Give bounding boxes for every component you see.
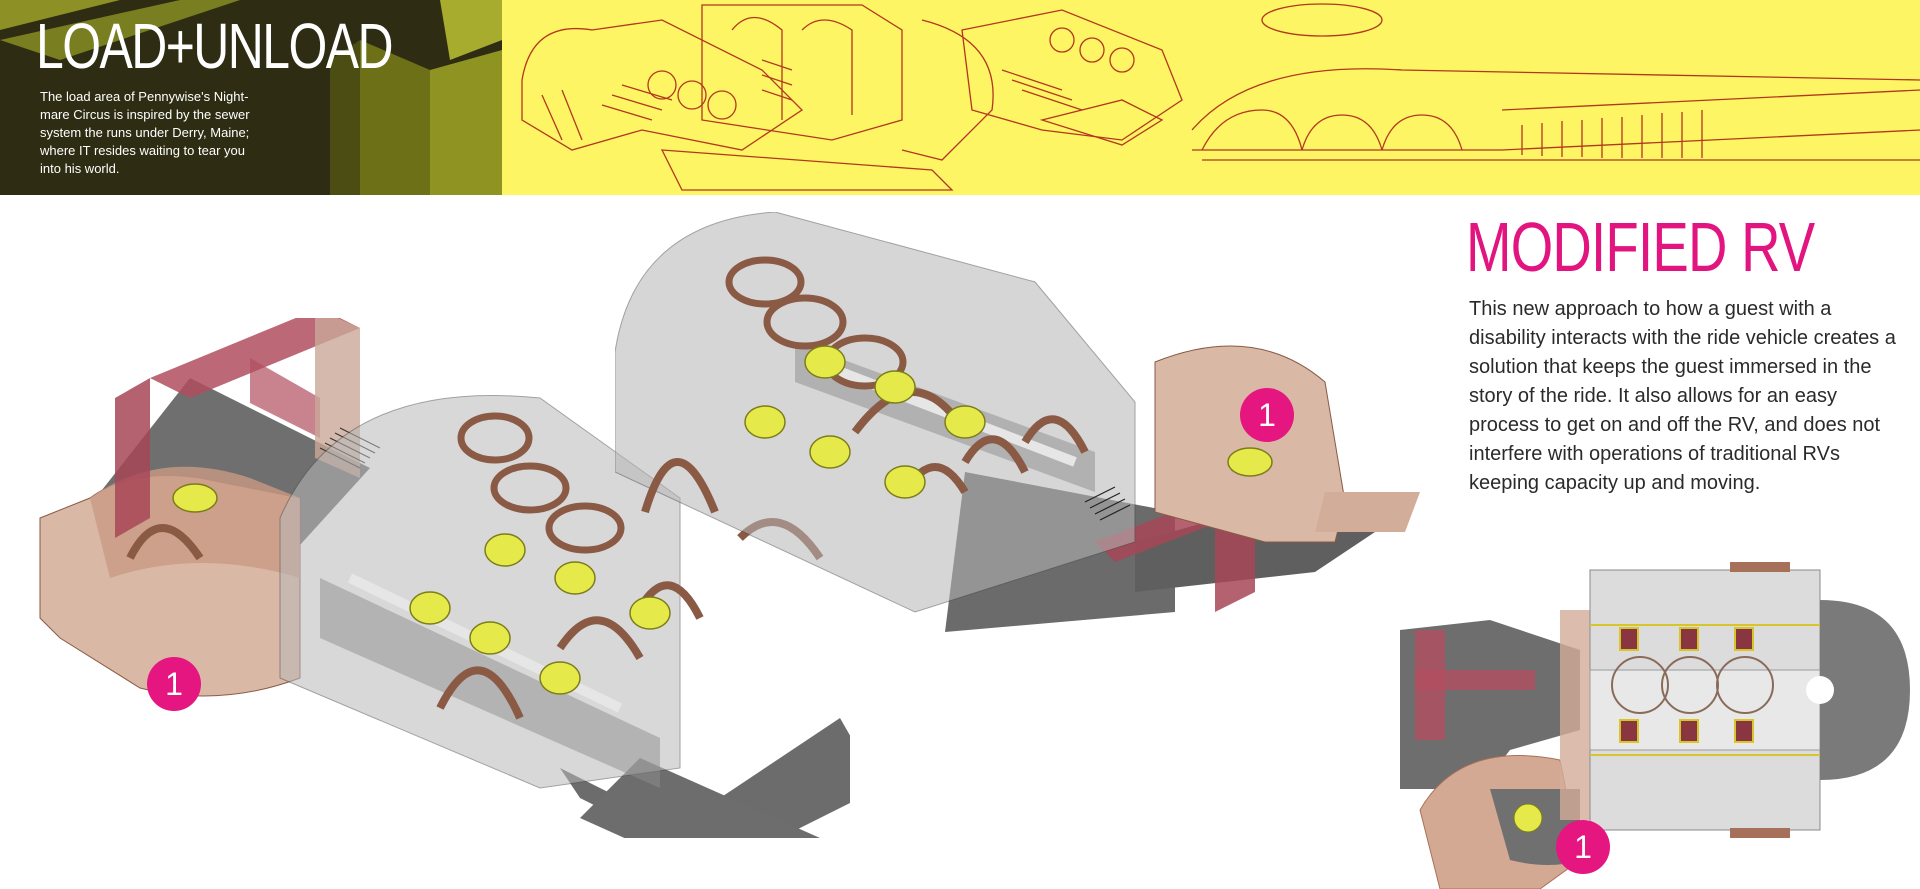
left-isometric-diagram bbox=[39, 318, 850, 838]
sketch-2 bbox=[660, 4, 994, 191]
accessible-vehicle-center bbox=[1227, 447, 1273, 477]
center-isometric-diagram bbox=[615, 212, 1420, 632]
red-beam bbox=[150, 318, 360, 398]
sewer-photo bbox=[0, 0, 502, 195]
right-rotunda bbox=[1154, 345, 1346, 543]
header-band: LOAD+UNLOAD The load area of Pennywise's… bbox=[0, 0, 1920, 195]
marker-center: 1 bbox=[1240, 388, 1294, 442]
plan-accessible-vehicle bbox=[1513, 803, 1543, 833]
sketch-1 bbox=[521, 19, 804, 151]
intro-text: The load area of Pennywise's Night-mare … bbox=[40, 89, 250, 176]
plan-vehicles bbox=[1619, 627, 1754, 743]
plan-view bbox=[1400, 562, 1910, 889]
marker-left: 1 bbox=[147, 657, 201, 711]
sketch-4 bbox=[1191, 3, 1920, 161]
accessible-vehicle bbox=[172, 483, 218, 513]
marker-plan: 1 bbox=[1556, 820, 1610, 874]
center-stairs bbox=[1084, 486, 1131, 521]
section-description: This new approach to how a guest with a … bbox=[1469, 298, 1896, 494]
title-panel: LOAD+UNLOAD The load area of Pennywise's… bbox=[0, 0, 502, 195]
sketch-3 bbox=[961, 9, 1183, 146]
ceiling-rings bbox=[457, 412, 625, 554]
section-title: MODIFIED RV bbox=[1466, 208, 1815, 286]
ceiling-rings-center bbox=[725, 256, 907, 390]
page-title: LOAD+UNLOAD bbox=[36, 10, 394, 82]
plan-loop bbox=[1820, 600, 1910, 780]
ride-vehicles-center bbox=[744, 345, 1273, 499]
ride-vehicles bbox=[172, 483, 671, 695]
red-column bbox=[115, 378, 150, 538]
sketch-strip bbox=[521, 3, 1920, 191]
